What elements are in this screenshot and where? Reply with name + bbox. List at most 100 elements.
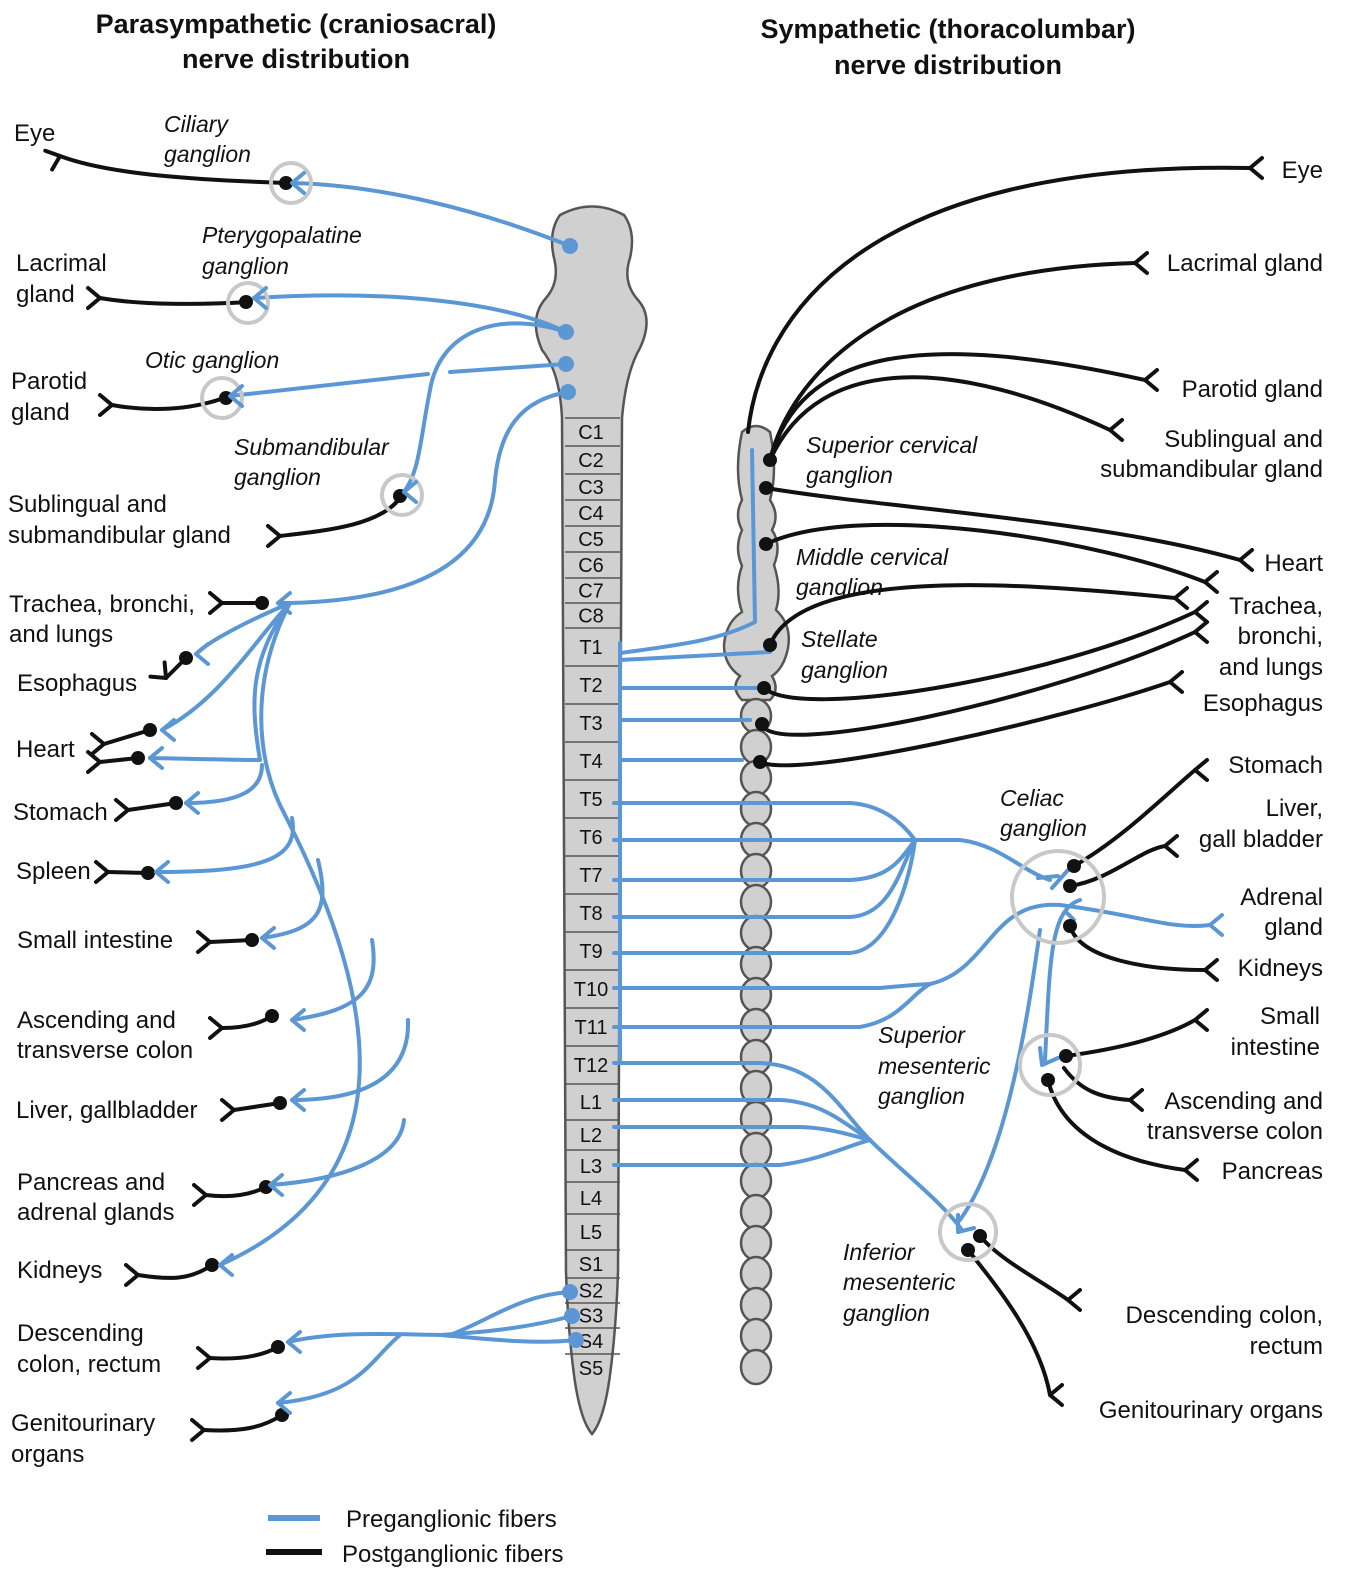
nerve-ending-icon xyxy=(1195,602,1207,622)
parasympathetic-subtitle: nerve distribution xyxy=(182,44,410,74)
chain-ganglion xyxy=(741,885,771,919)
para-trachea-label-2: and lungs xyxy=(9,621,113,648)
symp-genito-label: Genitourinary organs xyxy=(1099,1397,1323,1424)
legend-preganglionic-label: Preganglionic fibers xyxy=(346,1506,557,1533)
otic-ganglion-label: Otic ganglion xyxy=(145,347,279,373)
segment-label-c4: C4 xyxy=(578,503,604,525)
symp-eye-label: Eye xyxy=(1282,157,1323,184)
para-heart-label: Heart xyxy=(16,736,75,763)
nerve-ending-icon xyxy=(88,752,100,772)
segment-label-c8: C8 xyxy=(578,606,604,628)
synapse-dot xyxy=(1063,879,1077,893)
segment-label-c1: C1 xyxy=(578,422,604,444)
segment-label-s2: S2 xyxy=(579,1281,603,1303)
segment-label-t4: T4 xyxy=(579,751,602,773)
segment-label-c7: C7 xyxy=(578,581,604,603)
stellate-ganglion-label-2: ganglion xyxy=(801,657,888,683)
nerve-ending-icon xyxy=(1068,1290,1080,1310)
sympathetic-trunk xyxy=(724,426,789,700)
inferior-mesenteric-ganglion-label-3: ganglion xyxy=(843,1300,930,1326)
middle-cervical-ganglion-label: Middle cervical xyxy=(796,544,949,570)
segment-label-c6: C6 xyxy=(578,555,604,577)
superior-mesenteric-ganglion-label-2: mesenteric xyxy=(878,1053,991,1079)
nerve-ending-icon xyxy=(1170,672,1182,692)
nerve-ending-icon xyxy=(45,147,63,170)
superior-mesenteric-ganglion-label: Superior xyxy=(878,1022,966,1048)
symp-colon-label-2: transverse colon xyxy=(1147,1118,1323,1145)
symp-pancreas-label: Pancreas xyxy=(1222,1158,1323,1185)
inferior-mesenteric-ganglion-label-2: mesenteric xyxy=(843,1269,956,1295)
synapse-dot xyxy=(759,537,773,551)
segment-label-l1: L1 xyxy=(580,1092,602,1114)
synapse-dot xyxy=(239,295,253,309)
chain-ganglion xyxy=(741,1226,771,1260)
preganglionic-origin-dot xyxy=(562,238,578,254)
para-sublingual-label-2: submandibular gland xyxy=(8,522,231,549)
legend: Preganglionic fibers Postganglionic fibe… xyxy=(266,1506,563,1568)
segment-label-t3: T3 xyxy=(579,713,602,735)
chain-ganglion xyxy=(741,1040,771,1074)
segment-label-t12: T12 xyxy=(574,1055,608,1077)
segment-label-t6: T6 xyxy=(579,827,602,849)
symp-heart-label: Heart xyxy=(1264,550,1323,577)
synapse-dot xyxy=(763,638,777,652)
chain-ganglion xyxy=(741,1164,771,1198)
synapse-dot xyxy=(973,1229,987,1243)
segment-label-c5: C5 xyxy=(578,529,604,551)
para-descending-label-2: colon, rectum xyxy=(17,1351,161,1378)
nerve-ending-icon xyxy=(96,862,108,882)
synapse-dot xyxy=(179,651,193,665)
segment-label-t9: T9 xyxy=(579,941,602,963)
pterygopalatine-ganglion-label-2: ganglion xyxy=(202,253,289,279)
preganglionic-origin-dot xyxy=(564,1308,580,1324)
symp-trachea-label: Trachea, xyxy=(1229,593,1323,620)
para-liver-label: Liver, gallbladder xyxy=(16,1097,197,1124)
symp-colon-label: Ascending and xyxy=(1164,1088,1323,1115)
synapse-dot xyxy=(271,1340,285,1354)
segment-label-t8: T8 xyxy=(579,903,602,925)
stellate-ganglion-label: Stellate xyxy=(801,626,878,652)
symp-trachea-label-3: and lungs xyxy=(1219,654,1323,681)
chain-ganglion xyxy=(741,916,771,950)
nerve-ending-icon xyxy=(1250,158,1262,178)
nerve-ending-icon xyxy=(1110,420,1122,440)
celiac-ganglion-label-2: ganglion xyxy=(1000,815,1087,841)
segment-label-t7: T7 xyxy=(579,865,602,887)
para-pancreas-label: Pancreas and xyxy=(17,1169,165,1196)
chain-ganglion xyxy=(741,1288,771,1322)
nerve-ending-icon xyxy=(1210,915,1222,935)
synapse-dot xyxy=(273,1096,287,1110)
symp-kidneys-label: Kidneys xyxy=(1238,955,1323,982)
preganglionic-origin-dot xyxy=(568,1332,584,1348)
submandibular-ganglion-label-2: ganglion xyxy=(234,464,321,490)
para-parotid-label: Parotid xyxy=(11,368,87,395)
synapse-dot xyxy=(763,453,777,467)
nerve-ending-icon xyxy=(1205,960,1217,980)
para-eye-label: Eye xyxy=(14,120,55,147)
celiac-ganglion-label: Celiac xyxy=(1000,785,1064,811)
para-lacrimal-label: Lacrimal xyxy=(16,250,107,277)
preganglionic-origin-dot xyxy=(558,356,574,372)
synapse-dot xyxy=(169,796,183,810)
segment-label-t5: T5 xyxy=(579,789,602,811)
synapse-dot xyxy=(1041,1073,1055,1087)
para-colon-label-2: transverse colon xyxy=(17,1037,193,1064)
segment-label-l5: L5 xyxy=(580,1222,602,1244)
synapse-dot xyxy=(1059,1049,1073,1063)
nerve-ending-icon xyxy=(192,1420,204,1440)
symp-descending-label-2: rectum xyxy=(1250,1333,1323,1360)
pterygopalatine-ganglion-label: Pterygopalatine xyxy=(202,222,362,248)
synapse-dot xyxy=(755,717,769,731)
synapse-dot xyxy=(255,596,269,610)
superior-cervical-ganglion-label-2: ganglion xyxy=(806,462,893,488)
chain-ganglion xyxy=(741,1257,771,1291)
para-kidneys-label: Kidneys xyxy=(17,1257,102,1284)
nerve-ending-icon xyxy=(268,526,280,546)
symp-stomach-label: Stomach xyxy=(1228,752,1323,779)
symp-adrenal-label-2: gland xyxy=(1264,914,1323,941)
symp-sublingual-label: Sublingual and xyxy=(1164,426,1323,453)
synapse-dot xyxy=(757,681,771,695)
nerve-ending-icon xyxy=(100,395,112,415)
segment-label-s5: S5 xyxy=(579,1358,603,1380)
